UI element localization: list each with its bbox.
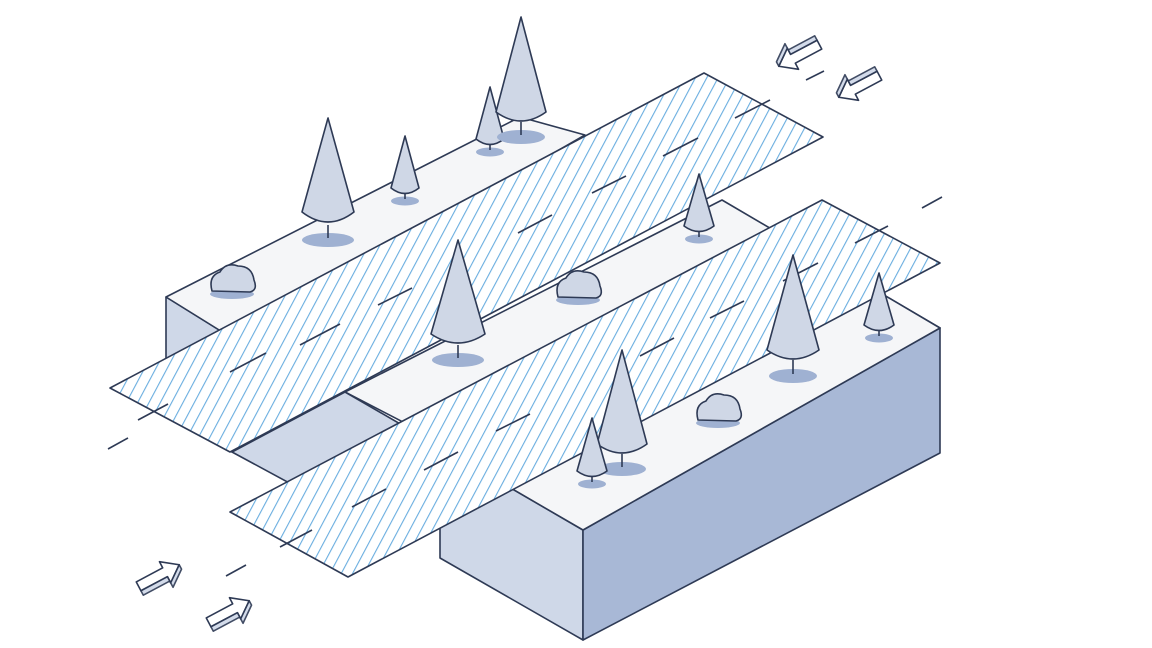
lower-road — [225, 196, 943, 578]
conifer-tree-icon — [766, 254, 820, 383]
direction-arrow-icon — [835, 66, 883, 102]
conifer-tree-icon — [301, 117, 355, 247]
upper-road-surface — [109, 72, 824, 453]
conifer-tree-icon — [863, 272, 895, 343]
bushes — [210, 264, 743, 428]
direction-arrows — [135, 35, 883, 632]
conifer-tree-icon — [683, 173, 715, 244]
conifer-tree-icon — [576, 417, 608, 489]
bush-icon — [556, 270, 603, 305]
bush-icon — [210, 264, 257, 299]
conifer-tree-icon — [430, 239, 486, 367]
upper-road — [107, 72, 824, 453]
direction-arrow-icon — [135, 560, 183, 596]
direction-arrow-icon — [775, 35, 823, 71]
bush-icon — [696, 393, 743, 428]
trees — [301, 16, 895, 489]
lower-road-surface — [229, 199, 941, 578]
conifer-tree-icon — [390, 135, 420, 206]
conifer-tree-icon — [596, 349, 648, 476]
conifer-tree-icon — [495, 16, 547, 144]
direction-arrow-icon — [205, 596, 253, 632]
